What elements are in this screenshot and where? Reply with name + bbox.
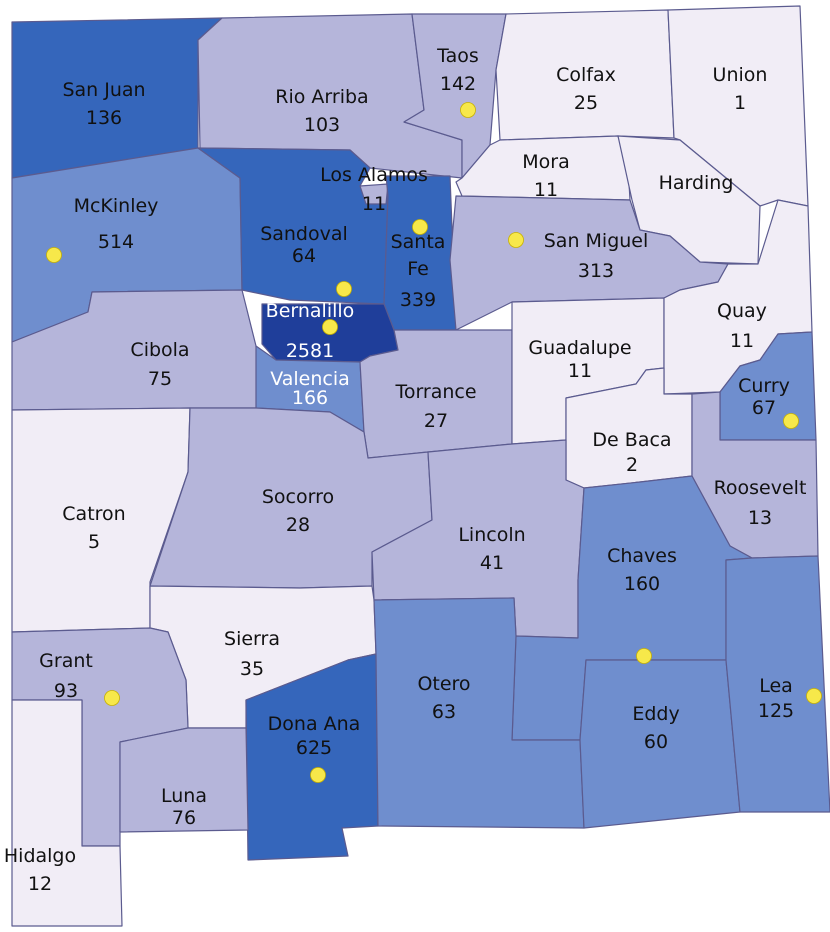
county-value-cibola: 75 [148,368,172,390]
county-eddy[interactable] [579,659,741,829]
county-name-cibola: Cibola [130,339,189,361]
marker-dot-chaves[interactable] [636,648,652,664]
county-name-grant: Grant [39,650,93,672]
county-name-luna: Luna [161,785,207,807]
county-hidalgo[interactable] [11,699,123,927]
county-value-socorro: 28 [286,514,310,536]
county-value-union: 1 [734,92,746,114]
county-name-catron: Catron [62,503,125,525]
county-value-quay: 11 [730,330,754,352]
county-value-curry: 67 [752,397,776,419]
county-name-colfax: Colfax [556,64,616,86]
county-value-chaves: 160 [624,573,660,595]
county-name-roosevelt: Roosevelt [714,477,807,499]
county-name-union: Union [713,64,768,86]
county-name-otero: Otero [417,673,470,695]
county-name-de-baca: De Baca [592,429,671,451]
county-name-guadalupe: Guadalupe [528,337,631,359]
county-value-grant: 93 [54,680,78,702]
county-name-socorro: Socorro [262,486,334,508]
county-value-sierra: 35 [240,658,264,680]
county-name-mckinley: McKinley [74,195,159,217]
county-name-santa-fe: Santa [391,231,446,253]
county-name-eddy: Eddy [632,703,679,725]
county-value-bernalillo: 2581 [286,340,334,362]
county-name-torrance: Torrance [394,381,476,403]
county-luna[interactable] [119,727,249,833]
county-value-luna: 76 [172,807,196,829]
county-value-dona-ana: 625 [296,737,332,759]
county-value-torrance: 27 [424,410,448,432]
marker-dot-santa-fe[interactable] [412,219,428,235]
county-name-taos: Taos [436,45,479,67]
marker-dot-san-miguel[interactable] [508,232,524,248]
county-name-lea: Lea [759,675,793,697]
county-value-santa-fe: 339 [400,289,436,311]
county-value-sandoval: 64 [292,245,316,267]
marker-dot-mckinley[interactable] [46,247,62,263]
county-value-guadalupe: 11 [568,360,592,382]
county-dona-ana[interactable] [245,653,379,861]
county-name-quay: Quay [717,300,767,322]
marker-dot-sandoval[interactable] [336,281,352,297]
county-los-alamos[interactable] [359,183,389,205]
marker-dot-grant[interactable] [104,690,120,706]
county-value-mckinley: 514 [98,231,134,253]
county-value-roosevelt: 13 [748,507,772,529]
county-value-catron: 5 [88,531,100,553]
county-value-mora: 11 [534,179,558,201]
marker-dot-lea[interactable] [806,688,822,704]
county-name-chaves: Chaves [607,545,677,567]
county-value-taos: 142 [440,73,476,95]
county-value-san-juan: 136 [86,107,122,129]
county-lea[interactable] [725,555,830,813]
marker-dot-dona-ana[interactable] [310,767,326,783]
county-value-san-miguel: 313 [578,260,614,282]
county-name-sandoval: Sandoval [260,223,348,245]
county-layer [11,5,830,927]
county-name-curry: Curry [738,375,790,397]
county-name-los-alamos: Los Alamos [320,164,428,186]
county-value-los-alamos: 11 [362,193,386,215]
county-name-lincoln: Lincoln [458,524,525,546]
county-value-lincoln: 41 [480,552,504,574]
county-name-hidalgo: Hidalgo [4,845,76,867]
county-name-sierra: Sierra [224,628,280,650]
county-union[interactable] [667,5,809,207]
county-value-otero: 63 [432,701,456,723]
county-value-hidalgo: 12 [28,873,52,895]
county-value-eddy: 60 [644,731,668,753]
county-name-valencia: Valencia [270,368,350,390]
county-name-bernalillo: Bernalillo [266,300,355,322]
county-name-san-juan: San Juan [62,79,145,101]
county-name-rio-arriba: Rio Arriba [275,86,368,108]
marker-dot-curry[interactable] [783,413,799,429]
county-value-lea: 125 [758,700,794,722]
marker-layer [46,102,822,783]
county-value-colfax: 25 [574,92,598,114]
marker-dot-taos[interactable] [460,102,476,118]
county-value-de-baca: 2 [626,454,638,476]
county-name-san-miguel: San Miguel [544,230,649,252]
county-value-rio-arriba: 103 [304,114,340,136]
county-name-santa-fe-line2: Fe [407,258,429,280]
county-value-valencia: 166 [292,387,328,409]
county-name-dona-ana: Dona Ana [268,713,361,735]
marker-dot-bernalillo[interactable] [322,319,338,335]
county-name-mora: Mora [522,151,569,173]
county-san-juan[interactable] [11,17,223,179]
county-name-harding: Harding [659,172,734,194]
